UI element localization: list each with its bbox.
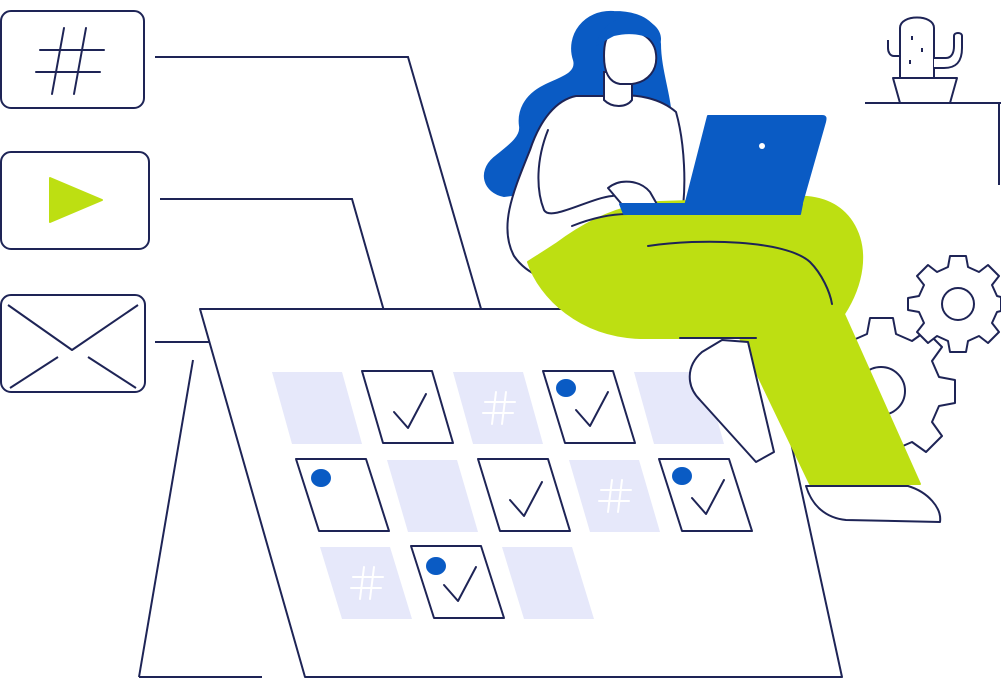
hashtag-icon xyxy=(482,391,516,425)
calendar-cell-hashtag xyxy=(320,547,412,619)
blue-dot xyxy=(426,557,446,575)
calendar-cell-check-dot xyxy=(658,458,753,532)
calendar-cell-check xyxy=(361,370,454,444)
play-box xyxy=(0,151,150,250)
calendar-cell-check xyxy=(477,458,571,532)
envelope-box xyxy=(0,294,146,393)
gear-small-icon xyxy=(907,255,1001,353)
shelf xyxy=(865,102,1001,185)
woman-character xyxy=(483,10,942,523)
laptop-base xyxy=(619,203,803,215)
arm xyxy=(537,129,641,227)
calendar-cell-hashtag xyxy=(569,460,660,532)
cactus-icon xyxy=(887,16,963,104)
right-shoe xyxy=(805,485,942,523)
connector-play xyxy=(160,198,399,361)
face xyxy=(603,29,658,85)
blue-dot xyxy=(311,469,331,487)
leg-crease xyxy=(647,240,833,305)
legs xyxy=(527,195,921,485)
calendar-cell-check-dot xyxy=(410,545,505,619)
left-shoe xyxy=(688,339,775,463)
calendar-cell-empty xyxy=(272,372,362,444)
blue-dot xyxy=(556,379,576,397)
hashtag-box xyxy=(0,10,145,109)
calendar-stand xyxy=(138,359,262,678)
connector-hashtag xyxy=(155,56,496,358)
hair-fringe xyxy=(596,17,662,46)
blue-dot xyxy=(672,467,692,485)
calendar-cell-dot xyxy=(295,458,390,532)
calendar-cell-hashtag xyxy=(453,372,543,444)
laptop-screen xyxy=(683,115,827,211)
calendar-cell-empty xyxy=(387,460,478,532)
laptop-camera xyxy=(759,143,765,149)
hashtag-icon xyxy=(350,566,384,600)
envelope-icon xyxy=(7,304,139,389)
hashtag-icon xyxy=(35,27,105,95)
calendar-cell-empty xyxy=(502,547,594,619)
hashtag-icon xyxy=(598,479,632,513)
calendar-cell-check-dot xyxy=(542,370,636,444)
play-icon xyxy=(49,177,103,223)
